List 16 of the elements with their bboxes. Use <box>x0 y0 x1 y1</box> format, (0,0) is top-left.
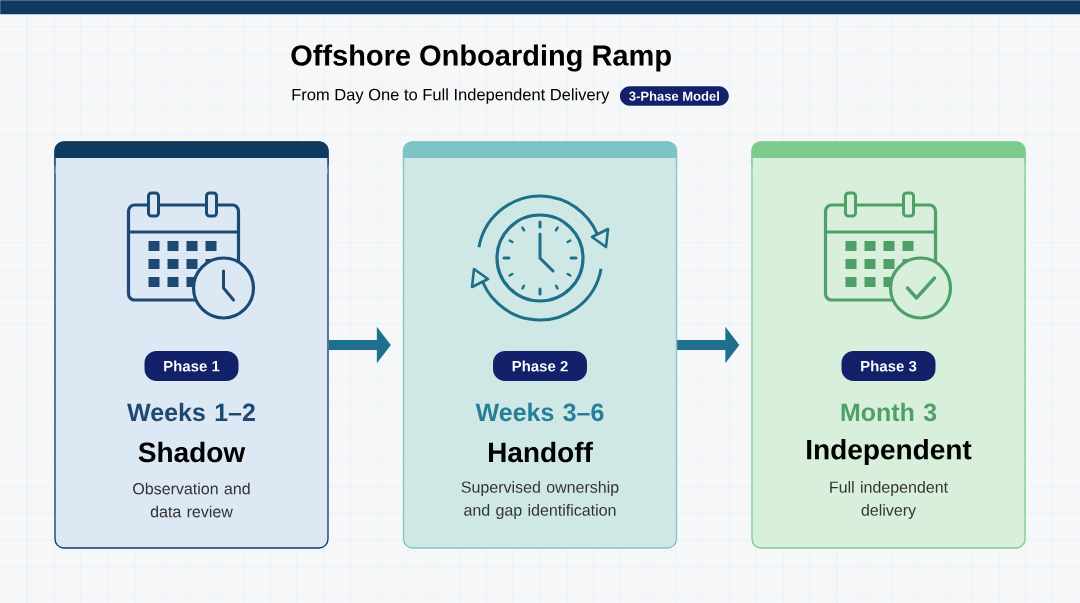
phase-description: Full independent delivery <box>830 481 948 519</box>
top-bar <box>0 0 1080 15</box>
phase-description: Observation and data review <box>133 482 250 518</box>
phase-name: Shadow <box>138 441 246 463</box>
title: Offshore Onboarding Ramp <box>291 44 671 72</box>
phase-name: Handoff <box>489 441 593 463</box>
week-range: Weeks 1–2 <box>127 402 255 422</box>
phase-pill: Phase 2 <box>493 351 587 381</box>
phase-pill: Phase 1 <box>144 351 239 381</box>
phase-name: Independent <box>807 438 972 466</box>
badge: 3-Phase Model <box>619 86 729 106</box>
phase-pill: Phase 3 <box>841 351 936 381</box>
phase-description: Supervised ownership and gap identification <box>461 481 619 519</box>
week-range: Weeks 3–6 <box>475 402 604 422</box>
week-range: Month 3 <box>841 402 937 422</box>
subtitle: From Day One to Full Independent Delivery <box>292 88 610 104</box>
